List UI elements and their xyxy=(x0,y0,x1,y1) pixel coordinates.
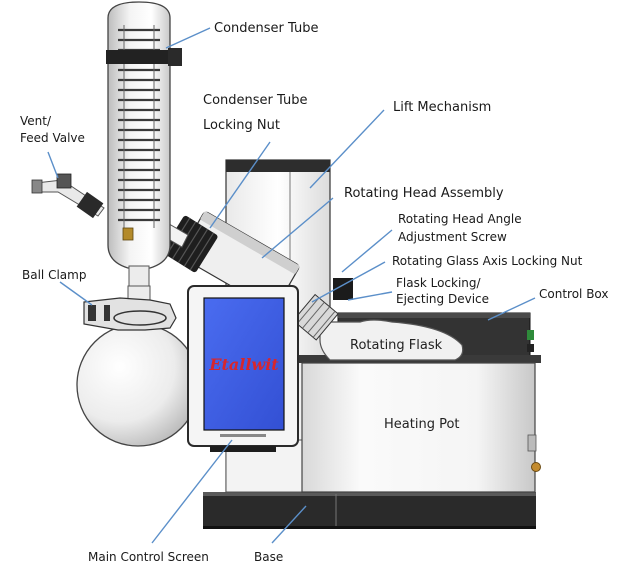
leader-angle-screw xyxy=(341,229,393,273)
leader-rotating-head xyxy=(261,197,334,259)
label-locking-nut-line2: Locking Nut xyxy=(203,118,280,133)
label-glass-axis-nut: Rotating Glass Axis Locking Nut xyxy=(392,254,583,268)
label-ball-clamp: Ball Clamp xyxy=(22,268,86,282)
leader-base xyxy=(271,505,307,544)
label-control-box: Control Box xyxy=(539,287,609,301)
label-flask-lock-line1: Flask Locking/ xyxy=(396,276,482,290)
leader-locking-nut xyxy=(209,141,271,229)
leader-glass-axis-nut xyxy=(311,261,386,303)
label-vent-line1: Vent/ xyxy=(20,114,52,128)
labels: Condenser Tube Condenser Tube Locking Nu… xyxy=(20,21,609,564)
main-control-screen: Etallwit xyxy=(187,285,299,452)
label-rotating-head-assembly: Rotating Head Assembly xyxy=(344,186,504,201)
label-heating-pot: Heating Pot xyxy=(384,417,460,432)
leader-main-screen xyxy=(151,439,233,544)
label-angle-screw-line1: Rotating Head Angle xyxy=(398,212,522,226)
glass-axis-locking-nut xyxy=(333,278,353,300)
label-rotating-flask: Rotating Flask xyxy=(350,338,443,353)
label-condenser-tube: Condenser Tube xyxy=(214,21,318,36)
label-locking-nut-line1: Condenser Tube xyxy=(203,93,307,108)
leader-condenser-tube xyxy=(165,27,211,49)
label-angle-screw-line2: Adjustment Screw xyxy=(398,230,507,244)
leader-control-box xyxy=(487,297,536,321)
flask-ejecting-device xyxy=(292,293,339,341)
label-base: Base xyxy=(254,550,283,564)
rotating-flask xyxy=(319,319,464,361)
leader-lift xyxy=(309,109,385,189)
condenser-tube xyxy=(106,1,182,289)
leader-vent xyxy=(47,151,59,179)
condenser-clamp xyxy=(106,50,172,64)
leader-flask-lock xyxy=(347,291,393,301)
ball-clamp xyxy=(83,297,177,331)
leader-lines xyxy=(47,27,536,544)
leader-ball-clamp xyxy=(59,281,93,306)
vent-feed-valve xyxy=(31,173,134,241)
label-main-control-screen: Main Control Screen xyxy=(88,550,209,564)
label-vent-line2: Feed Valve xyxy=(20,131,85,145)
label-flask-lock-line2: Ejecting Device xyxy=(396,292,489,306)
base xyxy=(203,492,536,529)
brand-logo: Etallwit xyxy=(208,355,279,374)
label-lift-mechanism: Lift Mechanism xyxy=(393,100,491,115)
